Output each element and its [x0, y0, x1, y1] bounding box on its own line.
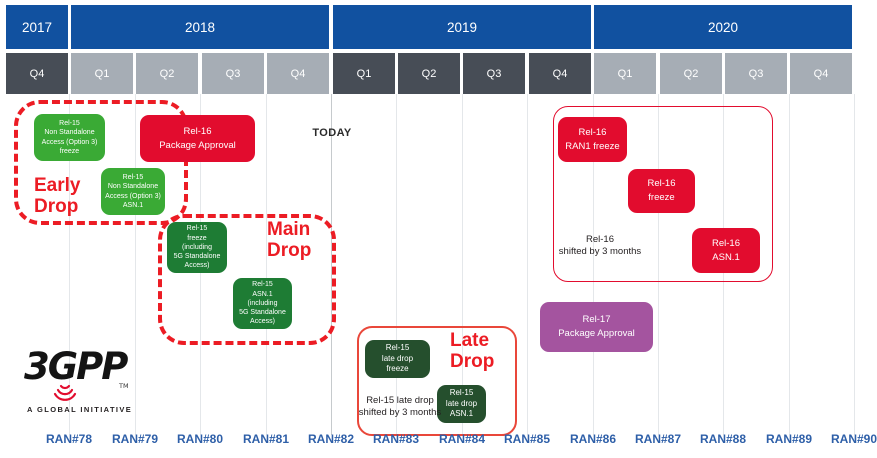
rel15-late-shift-note: Rel-15 late drop shifted by 3 months	[358, 395, 442, 418]
ran-meeting-label-89: RAN#89	[765, 432, 813, 446]
ran-meeting-label-82: RAN#82	[307, 432, 355, 446]
milestone-rel16-freeze: Rel-16 freeze	[628, 169, 695, 213]
year-band-2018: 2018	[71, 5, 329, 49]
3gpp-wordmark-text: 3GPP	[24, 345, 128, 388]
ran-meeting-label-78: RAN#78	[45, 432, 93, 446]
ran-meeting-label-90: RAN#90	[830, 432, 877, 446]
ran-meeting-label-85: RAN#85	[503, 432, 551, 446]
ran-meeting-label-86: RAN#86	[569, 432, 617, 446]
gridline	[69, 94, 70, 435]
today-marker: TODAY	[312, 127, 352, 139]
quarter-2020-q1: Q1	[594, 53, 656, 94]
quarter-2019-q3: Q3	[463, 53, 525, 94]
quarter-2020-q2: Q2	[660, 53, 722, 94]
quarter-2020-q3: Q3	[725, 53, 787, 94]
milestone-rel16-package-approval: Rel-16 Package Approval	[140, 115, 255, 162]
milestone-rel15-late-drop-asn1: Rel-15 late drop ASN.1	[437, 385, 486, 423]
quarter-2018-q4: Q4	[267, 53, 329, 94]
ran-meeting-label-87: RAN#87	[634, 432, 682, 446]
quarter-2019-q2: Q2	[398, 53, 460, 94]
year-band-2017: 2017	[6, 5, 68, 49]
gridline	[135, 94, 136, 435]
milestone-rel15-late-drop-freeze: Rel-15 late drop freeze	[365, 340, 430, 378]
3gpp-trademark-text: TM	[118, 382, 129, 390]
early-drop-label: Early Drop	[34, 175, 81, 217]
gridline	[462, 94, 463, 435]
late-drop-outline	[357, 326, 517, 436]
today-gridline	[331, 94, 332, 435]
gridline	[658, 94, 659, 435]
milestone-rel15-nsa-freeze: Rel-15 Non Standalone Access (Option 3) …	[34, 114, 105, 161]
milestone-rel15-freeze: Rel-15 freeze (including 5G Standalone A…	[167, 222, 227, 273]
year-band-2019: 2019	[333, 5, 591, 49]
rel16-window-outline	[553, 106, 773, 282]
ran-meeting-label-81: RAN#81	[242, 432, 290, 446]
main-drop-outline	[158, 214, 336, 345]
quarter-2018-q2: Q2	[136, 53, 198, 94]
gridline	[266, 94, 267, 435]
ran-meeting-label-84: RAN#84	[438, 432, 486, 446]
year-band-2020: 2020	[594, 5, 852, 49]
quarter-2019-q4: Q4	[529, 53, 591, 94]
quarter-2017-q4: Q4	[6, 53, 68, 94]
milestone-rel15-asn1: Rel-15 ASN.1 (including 5G Standalone Ac…	[233, 278, 292, 329]
early-drop-outline	[14, 100, 188, 225]
ran-meeting-label-88: RAN#88	[699, 432, 747, 446]
ran-meeting-label-83: RAN#83	[372, 432, 420, 446]
quarter-2018-q1: Q1	[71, 53, 133, 94]
milestone-rel16-ran1-freeze: Rel-16 RAN1 freeze	[558, 117, 627, 162]
gridline	[396, 94, 397, 435]
late-drop-label: Late Drop	[450, 330, 495, 372]
gridline	[789, 94, 790, 435]
quarter-2019-q1: Q1	[333, 53, 395, 94]
gridline	[527, 94, 528, 435]
3gpp-logo: 3GPP TM	[24, 340, 144, 409]
milestone-rel16-asn1: Rel-16 ASN.1	[692, 228, 760, 273]
gridline	[593, 94, 594, 435]
rel16-shift-note: Rel-16 shifted by 3 months	[558, 234, 642, 257]
quarter-2018-q3: Q3	[202, 53, 264, 94]
3gpp-tagline: A GLOBAL INITIATIVE	[27, 405, 133, 414]
ran-meeting-label-80: RAN#80	[176, 432, 224, 446]
quarter-2020-q4: Q4	[790, 53, 852, 94]
main-drop-label: Main Drop	[267, 219, 312, 261]
milestone-rel17-package-approval: Rel-17 Package Approval	[540, 302, 653, 352]
radio-waves-icon	[53, 384, 77, 401]
3gpp-wordmark-graphic: 3GPP TM	[24, 345, 130, 401]
ran-meeting-label-79: RAN#79	[111, 432, 159, 446]
milestone-rel15-nsa-asn1: Rel-15 Non Standalone Access (Option 3) …	[101, 168, 165, 215]
gridline	[854, 94, 855, 435]
